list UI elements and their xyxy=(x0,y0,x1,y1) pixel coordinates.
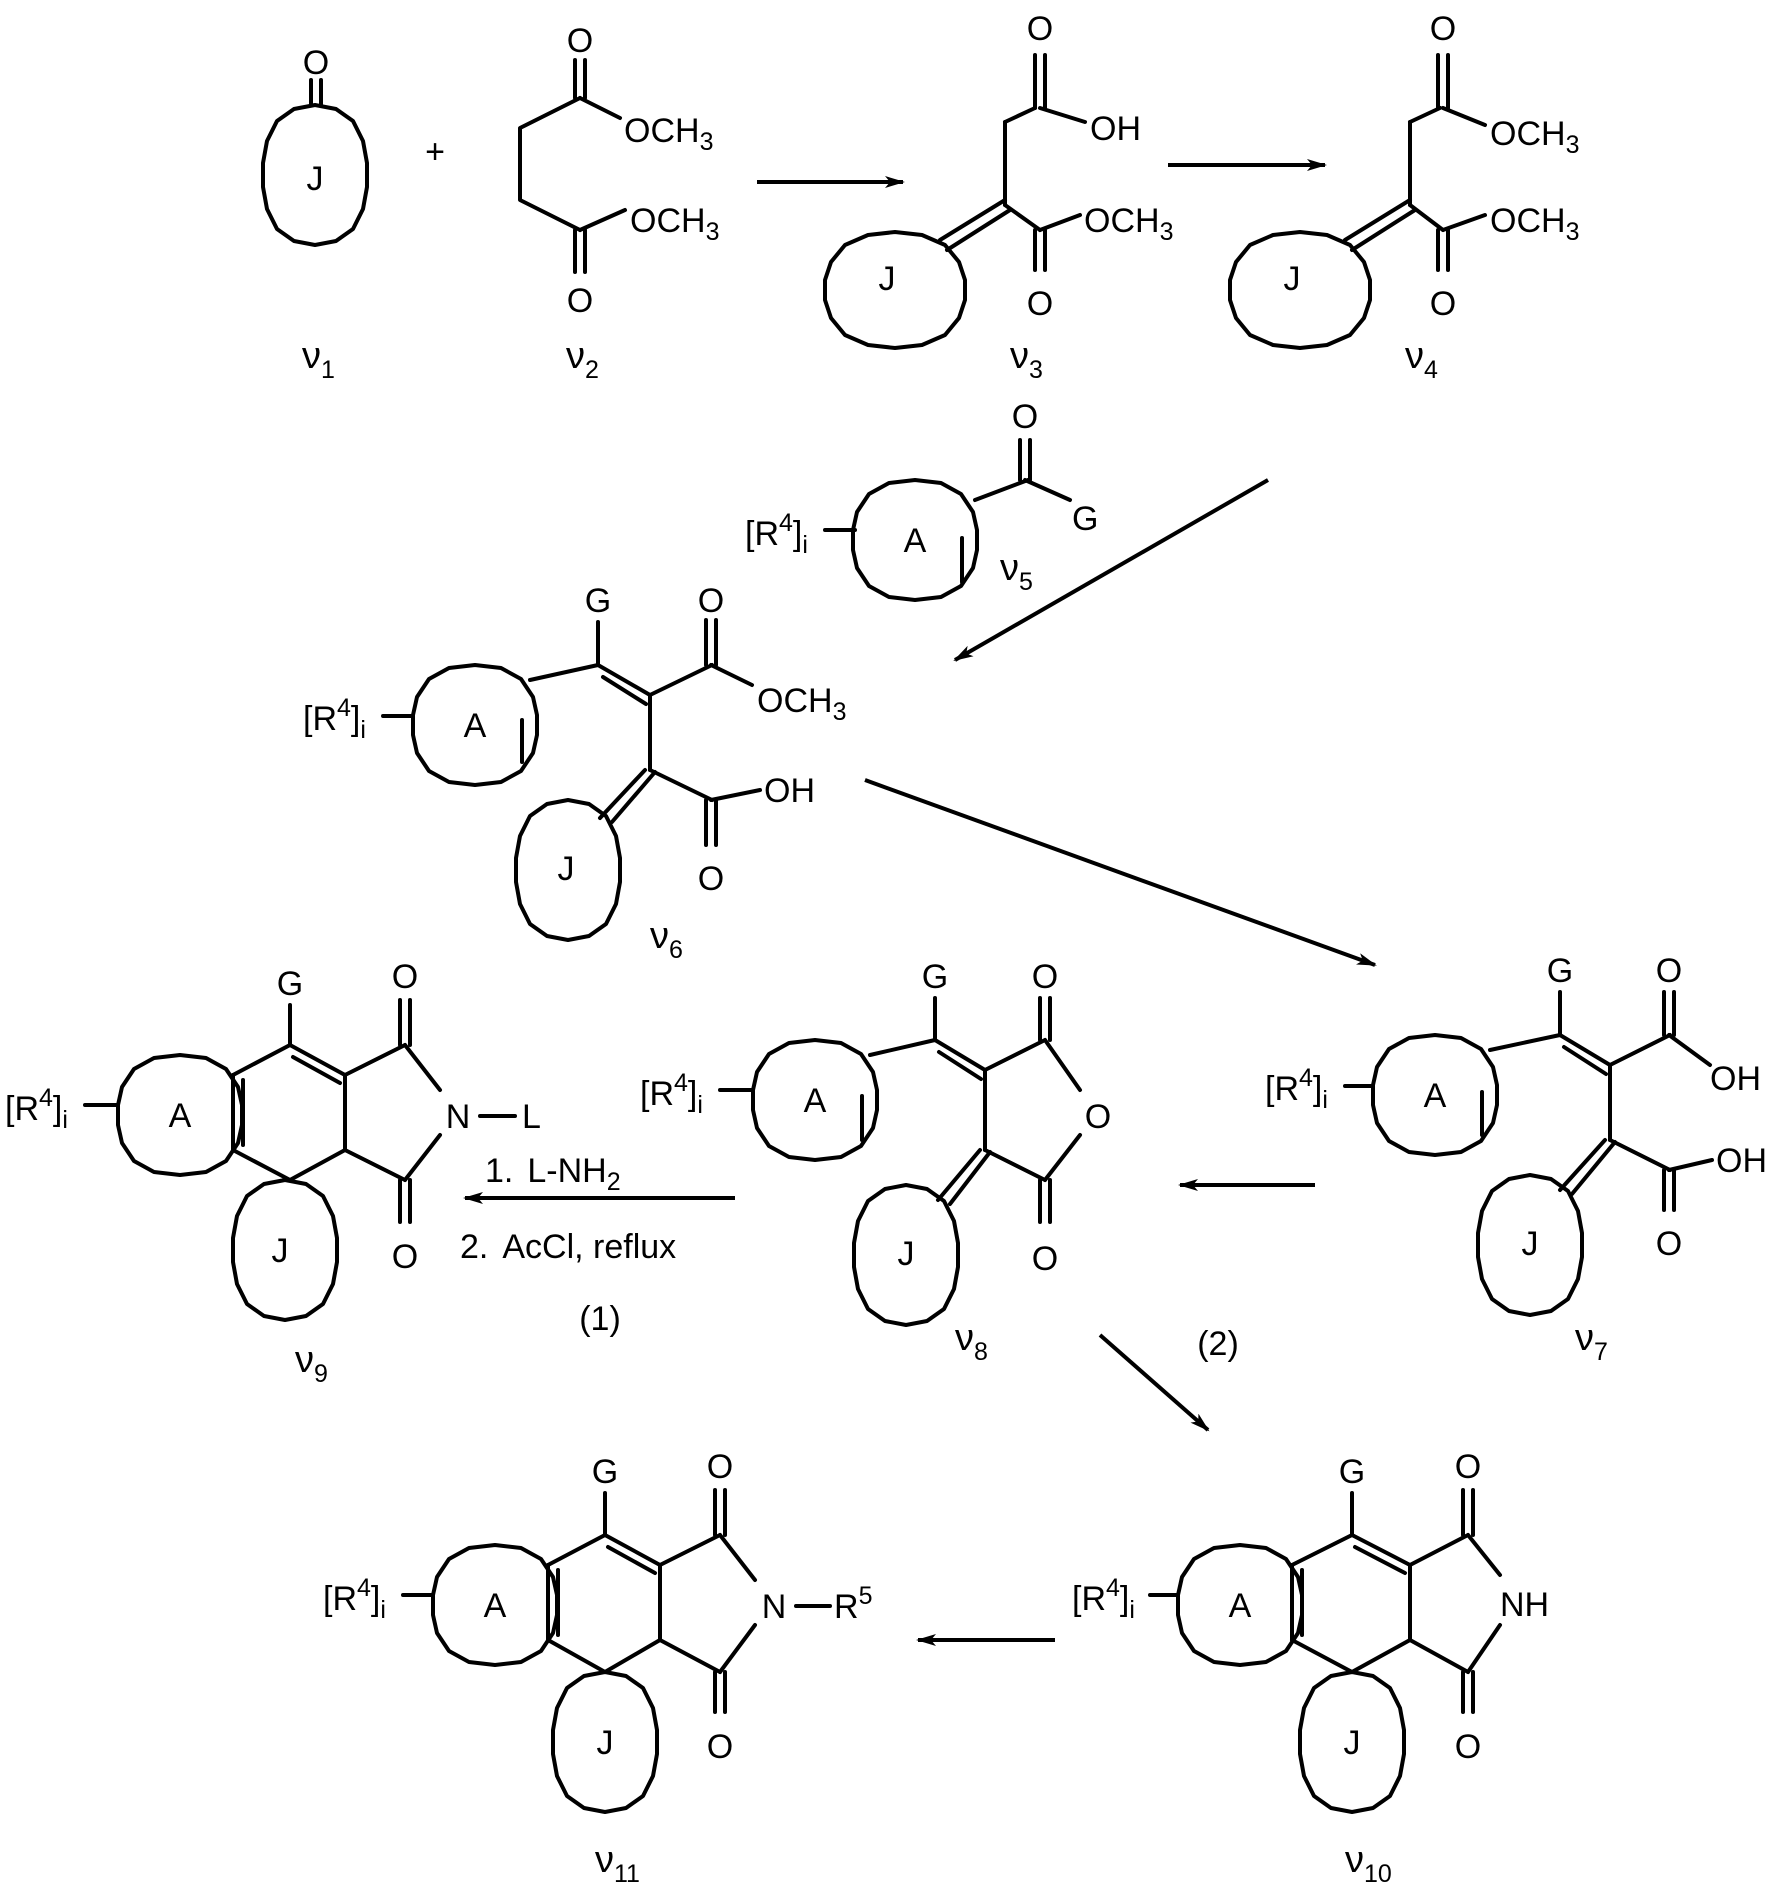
svg-text:O: O xyxy=(1012,398,1038,436)
svg-text:O: O xyxy=(698,582,724,620)
compound-v11: A [R4]i G O N R5 O J xyxy=(323,1448,872,1812)
svg-text:G: G xyxy=(592,1453,618,1491)
label-v5: ν5 xyxy=(1000,547,1033,596)
route-label-2: (2) xyxy=(1197,1325,1239,1363)
svg-text:NH: NH xyxy=(1500,1586,1549,1624)
svg-text:[R4]i: [R4]i xyxy=(303,694,366,744)
svg-text:J: J xyxy=(1522,1225,1539,1263)
svg-text:A: A xyxy=(1424,1077,1447,1115)
svg-text:[R4]i: [R4]i xyxy=(745,509,808,559)
compound-v10: A [R4]i G O NH O J xyxy=(1072,1448,1549,1812)
svg-text:O: O xyxy=(1085,1098,1111,1136)
condition-step1: 1.L-NH2 xyxy=(485,1152,621,1196)
compound-v4: J O OCH3 OCH3 O xyxy=(1230,10,1579,348)
svg-text:O: O xyxy=(1656,1225,1682,1263)
atom-o: O xyxy=(303,44,329,82)
svg-text:[R4]i: [R4]i xyxy=(5,1084,68,1134)
label-v1: ν1 xyxy=(302,335,335,384)
compound-v3: J O OH OCH3 O xyxy=(825,10,1173,348)
svg-text:G: G xyxy=(277,965,303,1003)
compound-v7: A [R4]i G O OH J O OH xyxy=(1265,952,1767,1315)
svg-text:G: G xyxy=(1547,952,1573,990)
route-label-1: (1) xyxy=(579,1300,621,1338)
svg-text:J: J xyxy=(272,1232,289,1270)
svg-text:O: O xyxy=(1430,10,1456,48)
label-v2: ν2 xyxy=(566,335,599,384)
compound-v1: J O xyxy=(263,44,367,245)
svg-text:OCH3: OCH3 xyxy=(757,682,846,726)
compound-v2: O OCH3 O OCH3 xyxy=(520,22,719,320)
svg-text:OCH3: OCH3 xyxy=(1490,115,1579,159)
svg-text:J: J xyxy=(898,1235,915,1273)
svg-text:OCH3: OCH3 xyxy=(1490,202,1579,246)
svg-text:G: G xyxy=(922,958,948,996)
svg-text:N: N xyxy=(446,1098,471,1136)
svg-text:J: J xyxy=(597,1724,614,1762)
svg-text:R5: R5 xyxy=(834,1582,872,1626)
svg-text:J: J xyxy=(879,260,896,298)
svg-text:O: O xyxy=(698,860,724,898)
label-v10: ν10 xyxy=(1345,1839,1392,1888)
svg-text:OH: OH xyxy=(1710,1060,1761,1098)
svg-text:O: O xyxy=(392,1238,418,1276)
svg-text:A: A xyxy=(904,522,927,560)
compound-v5: A [R4]i O G xyxy=(745,398,1098,600)
svg-text:G: G xyxy=(585,582,611,620)
svg-text:O: O xyxy=(1027,285,1053,323)
label-v3: ν3 xyxy=(1010,335,1043,384)
svg-text:[R4]i: [R4]i xyxy=(1265,1064,1328,1114)
arrow-v8-to-v10 xyxy=(1100,1335,1208,1430)
svg-text:O: O xyxy=(1032,1240,1058,1278)
svg-text:O: O xyxy=(707,1448,733,1486)
svg-text:A: A xyxy=(1229,1587,1252,1625)
svg-text:A: A xyxy=(464,707,487,745)
svg-text:[R4]i: [R4]i xyxy=(323,1574,386,1624)
svg-text:OH: OH xyxy=(1716,1142,1767,1180)
svg-text:O: O xyxy=(1027,10,1053,48)
svg-text:J: J xyxy=(1344,1724,1361,1762)
svg-text:N: N xyxy=(762,1588,787,1626)
svg-text:OH: OH xyxy=(764,772,815,810)
label-v9: ν9 xyxy=(295,1339,328,1388)
svg-text:OCH3: OCH3 xyxy=(624,112,713,156)
label-v7: ν7 xyxy=(1575,1317,1608,1366)
ring-label-j: J xyxy=(307,160,324,198)
compound-v8: A [R4]i G O O O J xyxy=(640,958,1111,1325)
svg-text:O: O xyxy=(567,282,593,320)
svg-text:[R4]i: [R4]i xyxy=(640,1069,703,1119)
svg-text:O: O xyxy=(707,1728,733,1766)
svg-text:O: O xyxy=(1455,1448,1481,1486)
svg-text:OCH3: OCH3 xyxy=(630,202,719,246)
svg-text:O: O xyxy=(1430,285,1456,323)
svg-text:[R4]i: [R4]i xyxy=(1072,1574,1135,1624)
svg-text:A: A xyxy=(804,1082,827,1120)
svg-text:J: J xyxy=(1284,260,1301,298)
svg-text:J: J xyxy=(558,850,575,888)
svg-text:O: O xyxy=(1455,1728,1481,1766)
svg-text:G: G xyxy=(1072,500,1098,538)
arrow-v6-to-v7 xyxy=(865,780,1375,965)
label-v11: ν11 xyxy=(595,1839,640,1888)
svg-text:L: L xyxy=(522,1098,541,1136)
svg-text:A: A xyxy=(169,1097,192,1135)
svg-text:O: O xyxy=(1656,952,1682,990)
svg-text:O: O xyxy=(392,958,418,996)
label-v4: ν4 xyxy=(1405,335,1438,384)
svg-text:A: A xyxy=(484,1587,507,1625)
label-v6: ν6 xyxy=(650,915,683,964)
plus-sign: + xyxy=(425,133,445,171)
svg-text:O: O xyxy=(1032,958,1058,996)
label-v8: ν8 xyxy=(955,1317,988,1366)
condition-step2: 2.AcCl, reflux xyxy=(460,1228,676,1266)
svg-text:O: O xyxy=(567,22,593,60)
svg-text:OH: OH xyxy=(1090,110,1141,148)
compound-v6: A [R4]i G O OCH3 J O OH xyxy=(303,582,846,940)
svg-text:G: G xyxy=(1339,1453,1365,1491)
svg-text:OCH3: OCH3 xyxy=(1084,202,1173,246)
